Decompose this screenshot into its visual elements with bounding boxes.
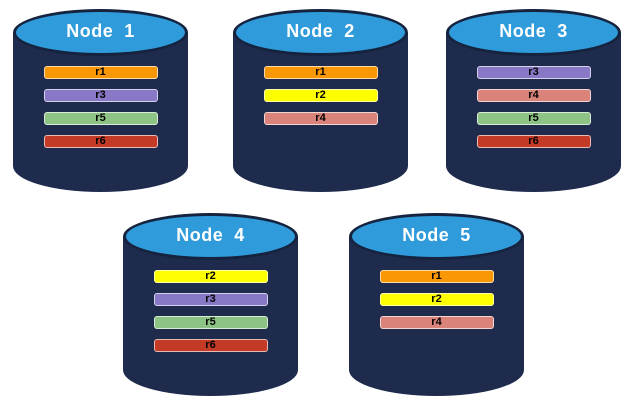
replica-bar-r6: r6 bbox=[43, 135, 158, 148]
node-3-cylinder: Node 3 r3 r4 r5 r6 bbox=[446, 9, 621, 192]
replica-bar-r4: r4 bbox=[379, 316, 494, 329]
replica-bar-r6: r6 bbox=[153, 339, 268, 352]
replica-list: r3 r4 r5 r6 bbox=[446, 66, 621, 158]
node-title: Node 5 bbox=[402, 225, 471, 245]
replica-list: r1 r2 r4 bbox=[349, 270, 524, 339]
node-title: Node 3 bbox=[499, 21, 568, 41]
cylinder-top: Node 2 bbox=[233, 9, 408, 56]
replica-bar-r4: r4 bbox=[263, 112, 378, 125]
replica-bar-r2: r2 bbox=[153, 270, 268, 283]
replica-bar-r5: r5 bbox=[43, 112, 158, 125]
replica-bar-r5: r5 bbox=[476, 112, 591, 125]
node-2-cylinder: Node 2 r1 r2 r4 bbox=[233, 9, 408, 192]
cylinder-top: Node 4 bbox=[123, 213, 298, 260]
replica-bar-r4: r4 bbox=[476, 89, 591, 102]
node-title: Node 4 bbox=[176, 225, 245, 245]
replica-bar-r6: r6 bbox=[476, 135, 591, 148]
replica-bar-r3: r3 bbox=[153, 293, 268, 306]
replica-bar-r5: r5 bbox=[153, 316, 268, 329]
cylinder-top: Node 3 bbox=[446, 9, 621, 56]
replica-bar-r2: r2 bbox=[379, 293, 494, 306]
replica-bar-r1: r1 bbox=[379, 270, 494, 283]
node-title: Node 2 bbox=[286, 21, 355, 41]
replica-bar-r3: r3 bbox=[476, 66, 591, 79]
node-1-cylinder: Node 1 r1 r3 r5 r6 bbox=[13, 9, 188, 192]
replica-bar-r2: r2 bbox=[263, 89, 378, 102]
cylinder-top: Node 1 bbox=[13, 9, 188, 56]
cylinder-top: Node 5 bbox=[349, 213, 524, 260]
replica-list: r2 r3 r5 r6 bbox=[123, 270, 298, 362]
replica-bar-r1: r1 bbox=[43, 66, 158, 79]
node-4-cylinder: Node 4 r2 r3 r5 r6 bbox=[123, 213, 298, 396]
replica-bar-r3: r3 bbox=[43, 89, 158, 102]
replica-list: r1 r2 r4 bbox=[233, 66, 408, 135]
replica-bar-r1: r1 bbox=[263, 66, 378, 79]
node-5-cylinder: Node 5 r1 r2 r4 bbox=[349, 213, 524, 396]
node-title: Node 1 bbox=[66, 21, 135, 41]
replica-list: r1 r3 r5 r6 bbox=[13, 66, 188, 158]
